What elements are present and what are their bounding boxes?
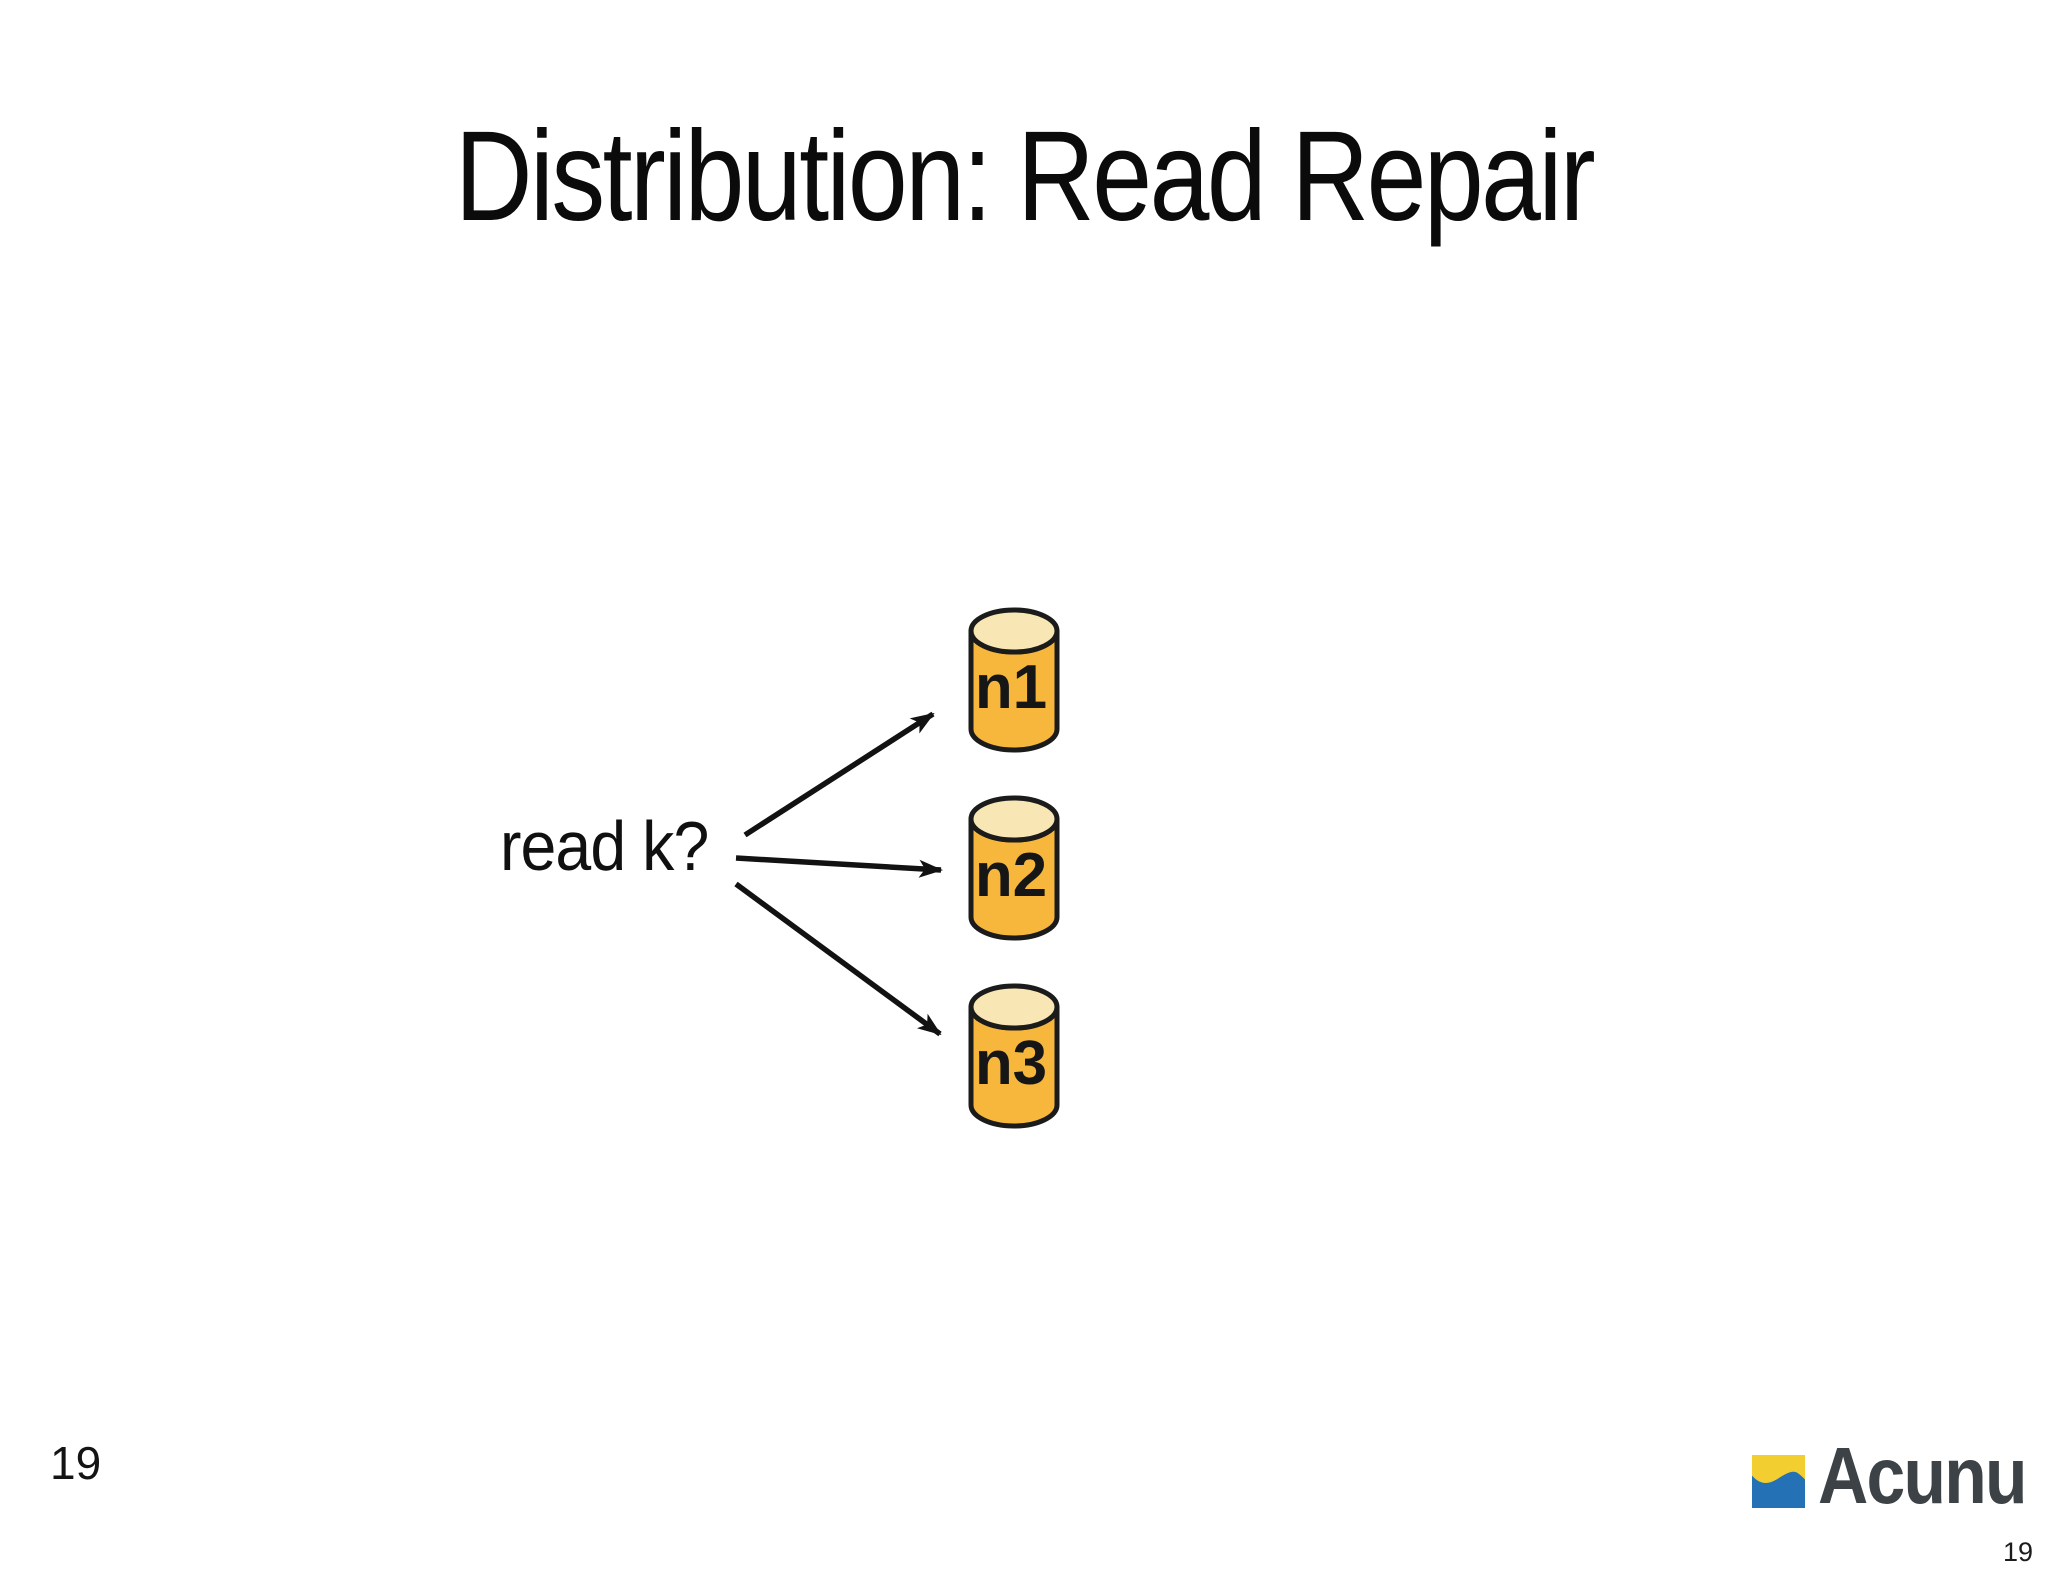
database-node-n1: n1: [966, 604, 1062, 756]
acunu-brand-name: Acunu: [1818, 1431, 2028, 1520]
arrow-to-n3: [734, 881, 942, 1037]
read-query-label: read k?: [500, 807, 709, 885]
cylinder-top-icon: [968, 607, 1060, 655]
fanout-arrows: [734, 711, 943, 1037]
page-number-right: 19: [2002, 1537, 2033, 1567]
node-label: n2: [975, 841, 1047, 910]
node-label: n3: [975, 1029, 1047, 1098]
database-node-n3: n3: [966, 980, 1062, 1132]
database-node-n2: n2: [966, 792, 1062, 944]
slide-title: Distribution: Read Repair: [454, 105, 1596, 248]
cylinder-top-icon: [968, 983, 1060, 1031]
cylinder-top-icon: [968, 795, 1060, 843]
logo-blue-wave: [1752, 1471, 1805, 1508]
arrow-to-n1: [743, 711, 935, 838]
node-label: n1: [975, 653, 1047, 722]
page-number-left: 19: [50, 1437, 102, 1489]
arrow-to-n2: [735, 855, 943, 878]
acunu-logo-icon: [1752, 1455, 1805, 1508]
